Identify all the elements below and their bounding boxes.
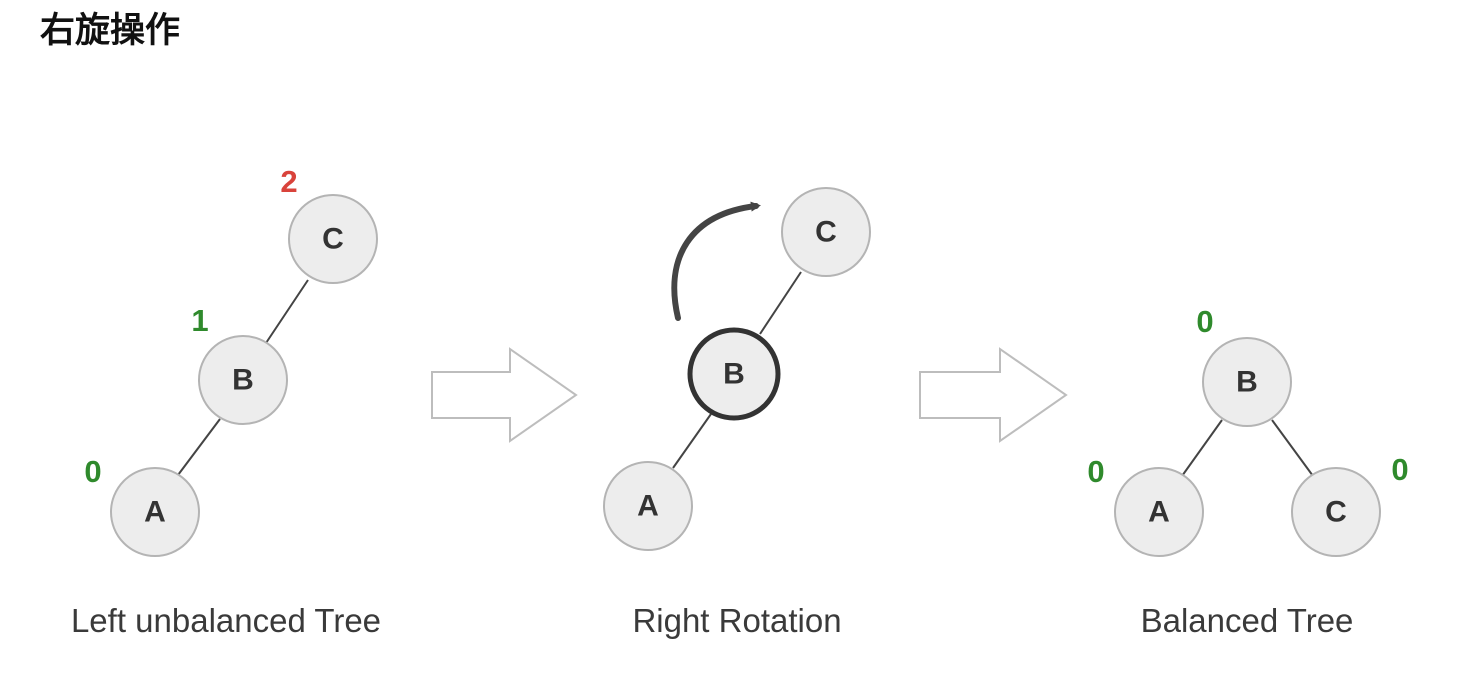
edge-c-b (265, 279, 309, 344)
edge-b-c (1271, 419, 1314, 477)
edge-b-a (177, 418, 221, 476)
balance-factor-a: 0 (1087, 454, 1104, 489)
tree-node-a: A (1114, 467, 1204, 557)
page-title: 右旋操作 (40, 11, 181, 51)
caption-left-unbalanced: Left unbalanced Tree (71, 602, 381, 639)
caption-right-rotation: Right Rotation (632, 602, 841, 639)
tree-node-c: C (1291, 467, 1381, 557)
node-label: A (637, 490, 659, 523)
edge-b-a (672, 413, 712, 469)
node-label: B (1236, 366, 1258, 399)
node-label: C (1325, 496, 1347, 529)
balance-factor-b: 0 (1196, 304, 1213, 339)
panel-balanced: B A C 0 0 0 Balanced Tree (1087, 304, 1408, 639)
node-label: B (232, 364, 254, 397)
node-label: A (1148, 496, 1170, 529)
hollow-right-arrow-icon (431, 347, 578, 443)
tree-node-b-highlighted: B (687, 327, 781, 421)
hollow-right-arrow-icon (919, 347, 1068, 443)
balance-factor-b: 1 (191, 303, 208, 338)
tree-node-a: A (603, 461, 693, 551)
balance-factor-a: 0 (84, 454, 101, 489)
tree-node-c: C (288, 194, 378, 284)
tree-node-b: B (198, 335, 288, 425)
panel-left-unbalanced: C B A 2 1 0 Left unbalanced Tree (71, 164, 381, 639)
balance-factor-c: 0 (1391, 452, 1408, 487)
node-label: C (815, 216, 837, 249)
balance-factor-c: 2 (280, 164, 297, 199)
tree-node-b: B (1202, 337, 1292, 427)
edge-c-b (759, 271, 802, 335)
tree-node-a: A (110, 467, 200, 557)
curved-arrow-icon (671, 201, 761, 321)
panel-right-rotation: C B A Right Rotation (603, 187, 871, 639)
node-label: B (723, 358, 745, 391)
edge-b-a (1181, 419, 1223, 477)
caption-balanced: Balanced Tree (1141, 602, 1354, 639)
node-label: A (144, 496, 166, 529)
node-label: C (322, 223, 344, 256)
tree-node-c: C (781, 187, 871, 277)
